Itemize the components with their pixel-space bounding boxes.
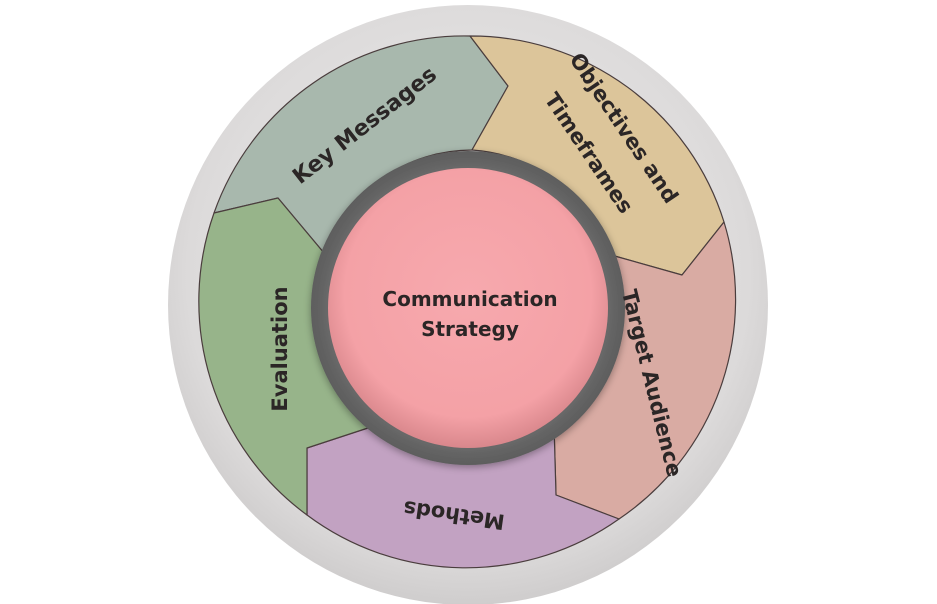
center-title-line1: Communication xyxy=(382,287,557,311)
center-title-line2: Strategy xyxy=(421,317,519,341)
segments-group xyxy=(198,35,737,569)
center-circle xyxy=(328,168,608,448)
label-evaluation: Evaluation xyxy=(268,286,292,411)
